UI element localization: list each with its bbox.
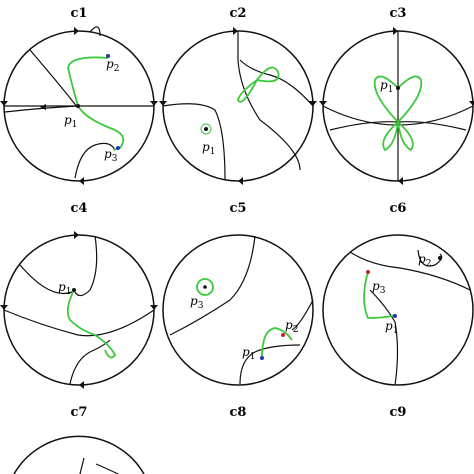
arrow-head [74, 231, 79, 239]
separatrix [66, 289, 117, 359]
point-p1 [204, 127, 208, 131]
separatrix [363, 271, 396, 319]
arrow-head [469, 101, 474, 106]
poincare-disk [162, 234, 314, 386]
arrow-head [398, 177, 403, 185]
point-p1 [72, 288, 76, 292]
panel-title-c7: c7 [71, 405, 88, 420]
panel-title-c9: c9 [390, 405, 407, 420]
orbit [4, 105, 79, 113]
arrow-head [159, 101, 167, 106]
orbit [74, 142, 116, 179]
panel-title-c1: c1 [71, 6, 88, 21]
arrow-head [150, 101, 158, 106]
orbit [89, 26, 101, 37]
panel-title-c3: c3 [390, 6, 407, 21]
label-p2: p2 [285, 318, 298, 335]
orbit [349, 251, 471, 291]
panel-title-c8: c8 [230, 405, 247, 420]
point-p1 [393, 314, 397, 318]
orbit [239, 344, 301, 385]
lower-petals [382, 121, 414, 152]
label-p2: p2 [418, 252, 431, 269]
closed-orbit [196, 278, 214, 296]
arrow-head [74, 27, 79, 35]
small-cycle [200, 123, 212, 135]
arrow-head [309, 101, 317, 106]
label-p1: p1 [58, 280, 71, 297]
label-p3: p3 [104, 147, 118, 164]
orbit [329, 121, 399, 131]
label-p1: p1 [64, 113, 77, 130]
arrow-head [0, 305, 8, 310]
panel-c3: p1 [319, 27, 474, 185]
orbit [74, 235, 98, 297]
label-p1: p1 [380, 78, 393, 95]
point-p3 [203, 285, 207, 289]
orbit [397, 121, 467, 131]
arrow-head [40, 104, 46, 110]
label-p2: p2 [106, 57, 119, 74]
orbit [19, 264, 73, 295]
label-p1: p1 [385, 319, 398, 336]
figure-eight-loop [237, 66, 280, 103]
panel-c4: p1 [0, 231, 158, 389]
point-p3 [366, 270, 370, 274]
poincare-disk [13, 435, 145, 474]
panel-c5: p3 p2 p1 [162, 234, 314, 386]
orbit [369, 289, 399, 386]
orbit [291, 299, 314, 331]
orbit [79, 457, 85, 474]
poincare-disk [322, 234, 474, 386]
orbit [162, 103, 226, 181]
panel-title-c6: c6 [390, 201, 407, 216]
panel-c7 [13, 435, 145, 474]
label-p1: p1 [202, 140, 215, 157]
arrow-head [233, 27, 238, 35]
arrow-head [150, 305, 158, 310]
arrow-head [0, 101, 8, 106]
label-p1: p1 [242, 345, 255, 362]
separatrix [261, 327, 293, 359]
orbit [417, 249, 443, 267]
panel-title-c2: c2 [230, 6, 247, 21]
point-p2 [281, 333, 285, 337]
arrow-head [79, 177, 84, 185]
orbit [69, 339, 111, 385]
panel-c2: p1 [159, 27, 317, 185]
point-p2 [438, 256, 442, 260]
label-p3: p3 [372, 279, 386, 296]
panel-title-c4: c4 [71, 201, 88, 216]
arrow-head [319, 101, 327, 106]
orbit [95, 463, 119, 474]
orbit [169, 235, 256, 336]
orbit [3, 309, 155, 337]
point-p1 [396, 86, 400, 90]
point-p3 [116, 146, 120, 150]
point-p1 [260, 356, 264, 360]
orbit [239, 59, 314, 107]
arrow-head [79, 381, 84, 389]
panel-c1: p2 p1 p3 [0, 26, 158, 185]
arrow-head [393, 27, 398, 35]
panel-c6: p2 p3 p1 [322, 234, 474, 386]
label-p3: p3 [190, 294, 204, 311]
point-p1 [76, 104, 80, 108]
panel-title-c5: c5 [230, 201, 247, 216]
orbit [237, 31, 301, 171]
point-p2 [106, 54, 110, 58]
orbit [29, 49, 79, 109]
arrow-head [238, 177, 243, 185]
